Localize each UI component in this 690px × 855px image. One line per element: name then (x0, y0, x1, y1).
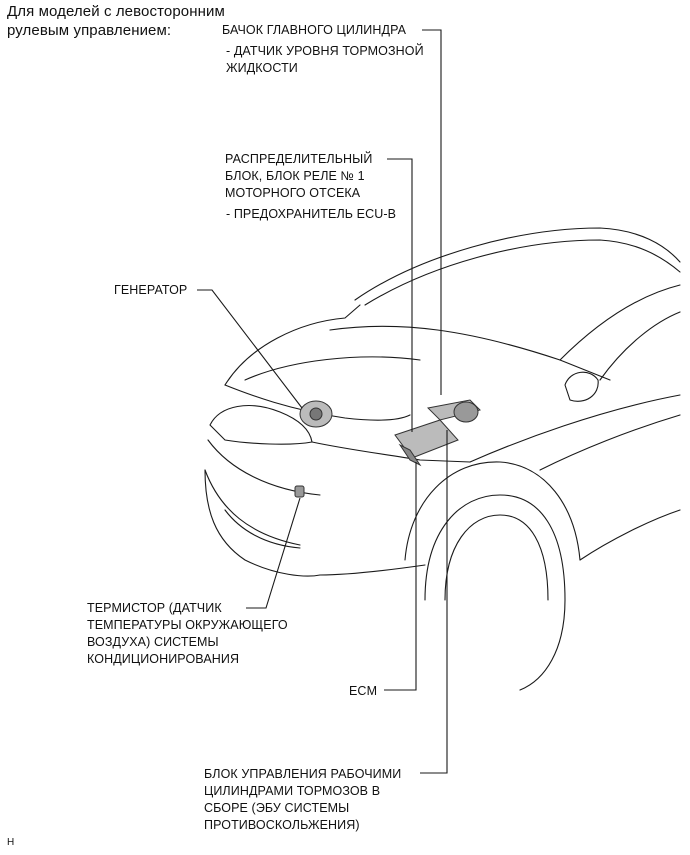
headlamp (209, 405, 313, 445)
relay-block-component (394, 419, 459, 467)
windshield-top (364, 239, 681, 306)
leader-thermistor (246, 497, 301, 609)
grille-lower (204, 469, 301, 546)
front-tire-inner (444, 514, 549, 601)
wheel-arch (404, 461, 581, 561)
body-side (469, 394, 681, 463)
fog-area (224, 509, 301, 549)
roof-line (354, 227, 681, 301)
bumper-lower (319, 564, 426, 576)
master-cylinder-component (426, 399, 481, 423)
leader-generator (197, 289, 303, 409)
front-tire-outer (424, 494, 566, 691)
door-line (539, 414, 681, 471)
label-ecm: ECM (349, 684, 378, 698)
rocker (579, 509, 681, 561)
page-heading: Для моделей с левосторонним рулевым упра… (7, 3, 225, 39)
footer-mark: H (7, 837, 15, 848)
hood-front (224, 384, 411, 421)
thermistor-component (294, 485, 305, 498)
label-master-cylinder: БАЧОК ГЛАВНОГО ЦИЛИНДРА (222, 23, 407, 37)
side-mirror (564, 371, 599, 402)
hood-outline (224, 304, 361, 386)
label-relay-block: РАСПРЕДЕЛИТЕЛЬНЫЙ БЛОК, БЛОК РЕЛЕ № 1 МО… (225, 152, 373, 200)
bumper (204, 469, 321, 577)
leader-brake-actuator (420, 430, 448, 774)
label-brake-actuator: БЛОК УПРАВЛЕНИЯ РАБОЧИМИ ЦИЛИНДРАМИ ТОРМ… (204, 767, 402, 832)
windshield-base (329, 325, 611, 381)
side-window (599, 311, 681, 381)
leader-relay-block (387, 158, 413, 432)
hood-crease (244, 356, 421, 381)
leader-ecm (384, 462, 417, 691)
a-pillar (559, 284, 681, 361)
generator-component (299, 400, 333, 428)
label-brake-fluid-sensor: - ДАТЧИК УРОВНЯ ТОРМОЗНОЙ ЖИДКОСТИ (226, 44, 424, 75)
label-thermistor: ТЕРМИСТОР (ДАТЧИК ТЕМПЕРАТУРЫ ОКРУЖАЮЩЕГ… (87, 601, 288, 666)
leader-master-cylinder (422, 29, 442, 395)
fender (311, 441, 471, 463)
label-generator: ГЕНЕРАТОР (114, 283, 188, 297)
label-fuse-ecu-b: - ПРЕДОХРАНИТЕЛЬ ECU-B (226, 207, 397, 221)
